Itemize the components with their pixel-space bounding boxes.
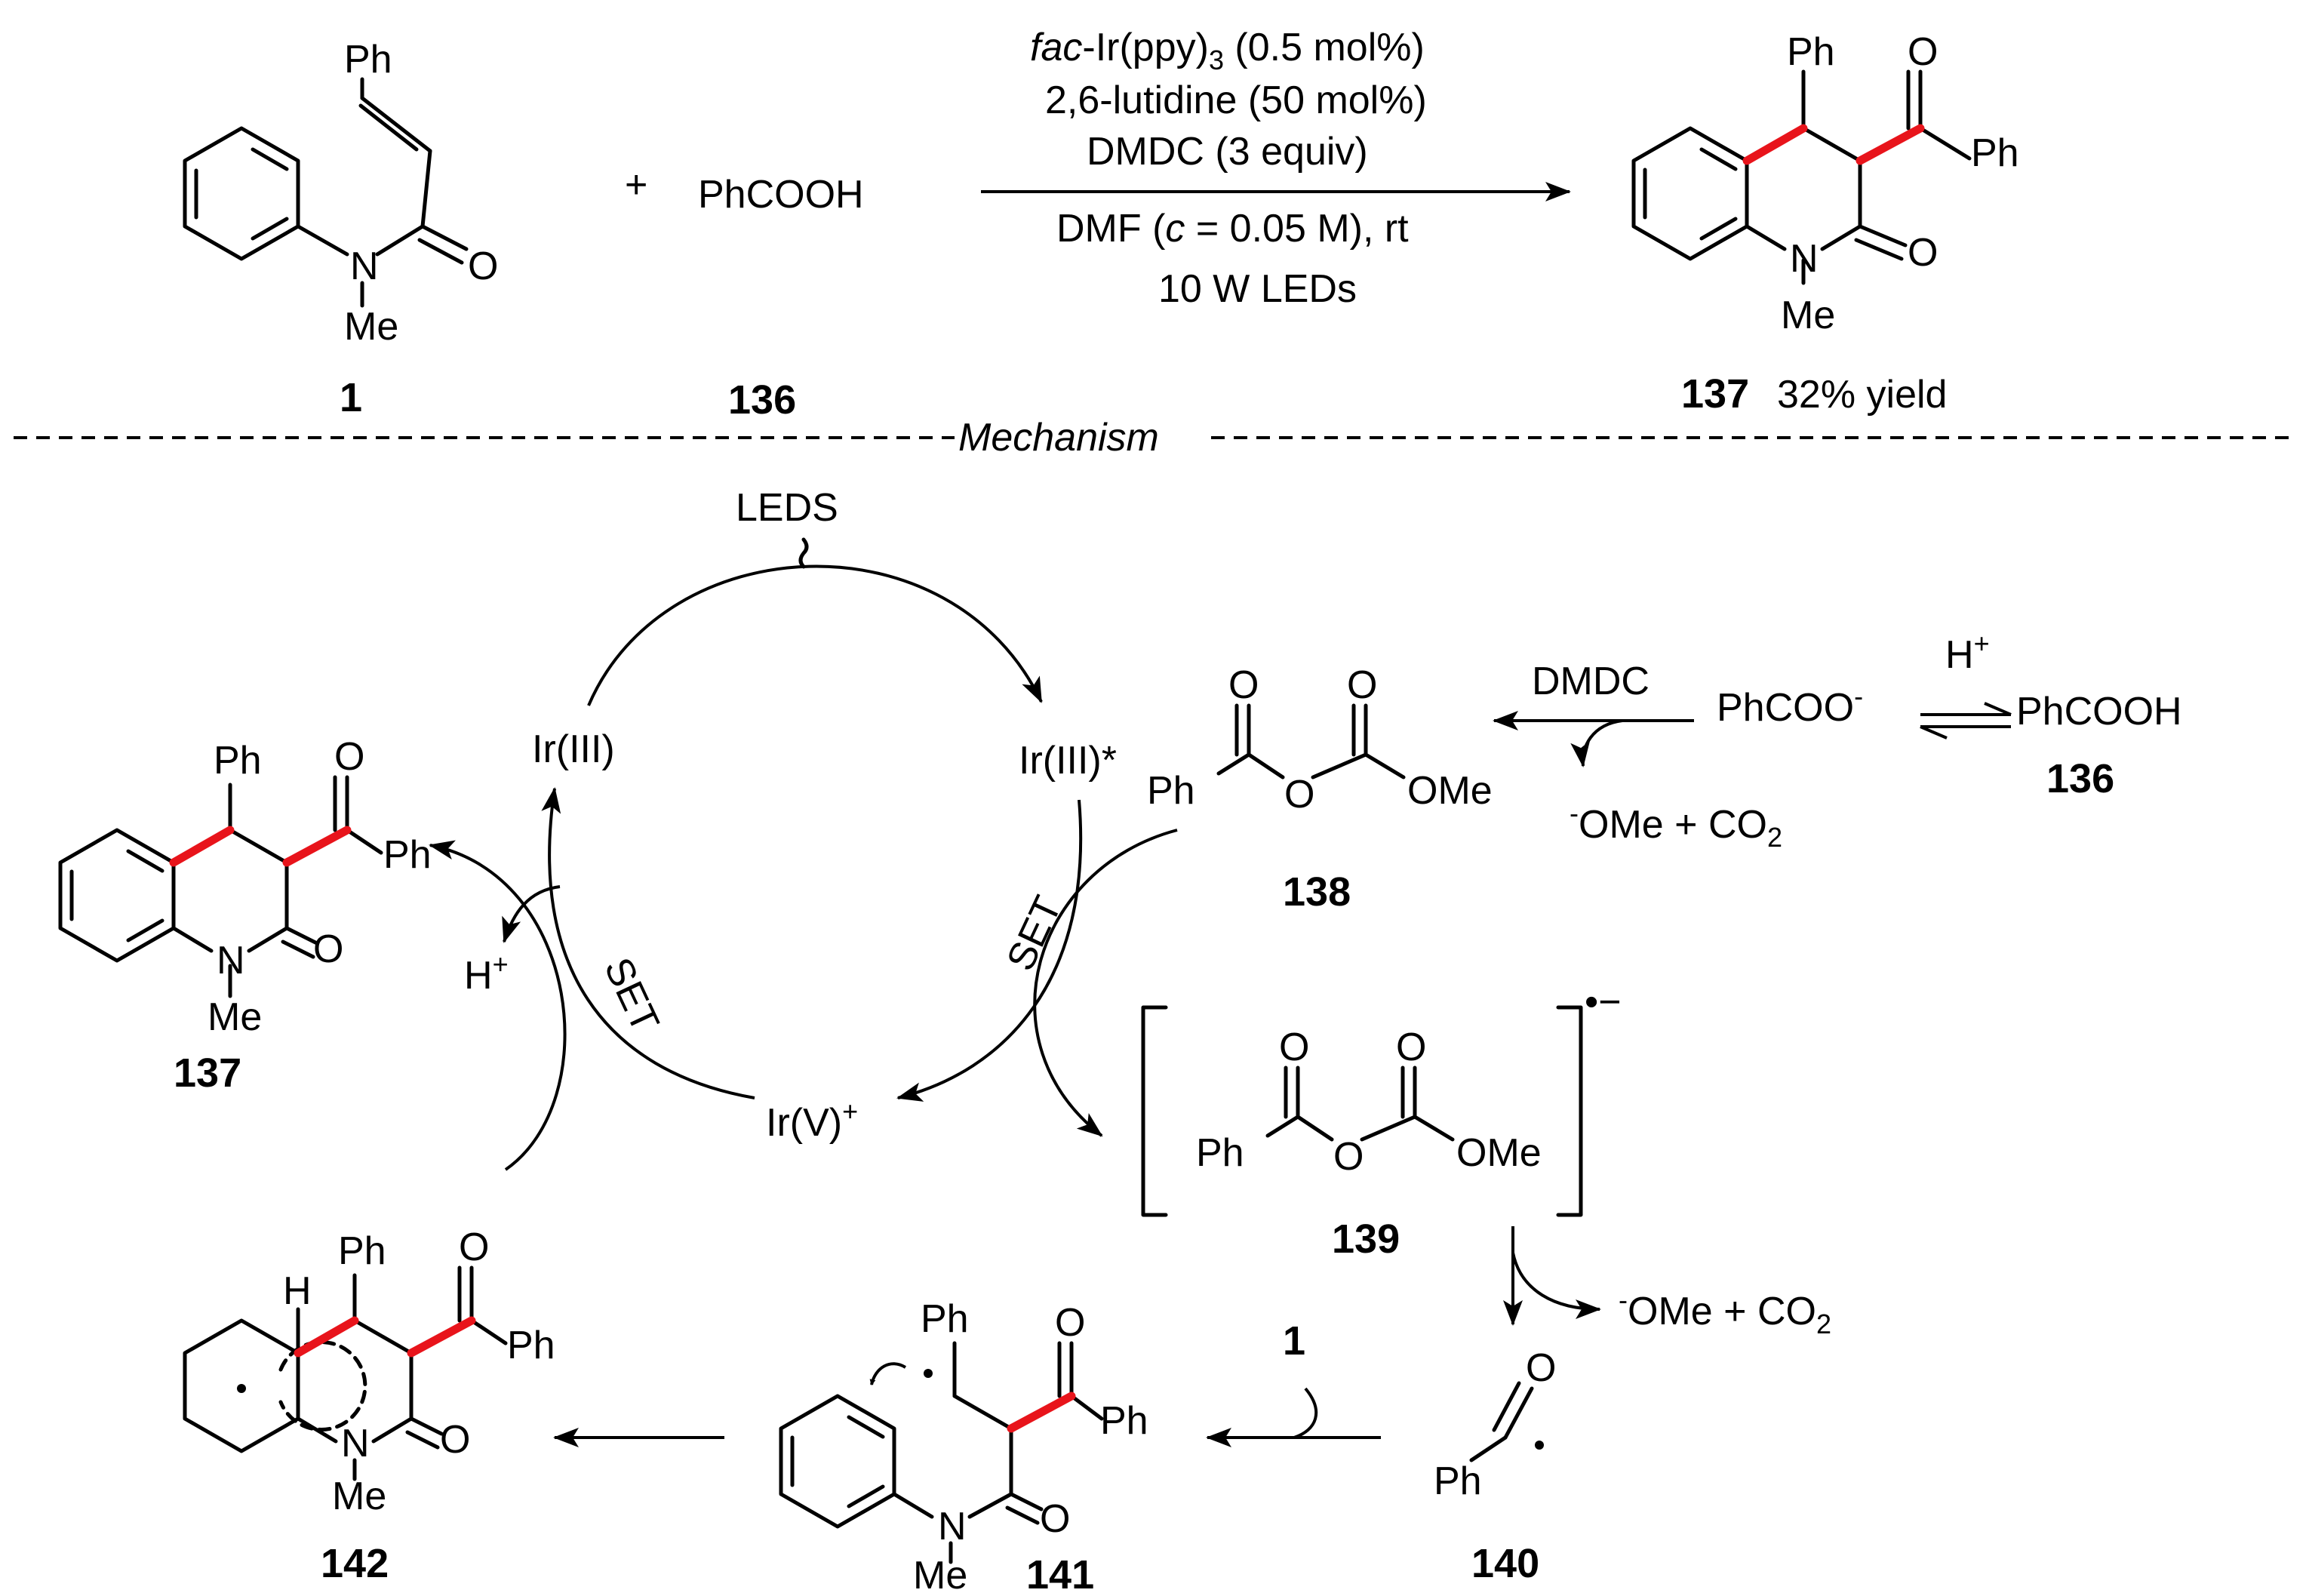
phenyl-label: Ph bbox=[338, 1229, 386, 1273]
compound-label-141: 141 bbox=[1026, 1552, 1094, 1596]
light-label: LEDS bbox=[736, 486, 838, 530]
condition-light: 10 W LEDs bbox=[1158, 267, 1357, 311]
nitrogen-label: N bbox=[217, 939, 245, 983]
yield-text: 32% yield bbox=[1777, 373, 1947, 417]
plus-sign: + bbox=[625, 163, 647, 207]
reagent-phcooh: PhCOOH bbox=[698, 173, 864, 217]
proton-label: H+ bbox=[1945, 628, 1990, 677]
radical-dot bbox=[237, 1384, 246, 1393]
condition-base: 2,6-lutidine (50 mol%) bbox=[1045, 78, 1427, 122]
section-label-mechanism: Mechanism bbox=[958, 416, 1159, 460]
phenyl-label: Ph bbox=[1147, 769, 1195, 813]
arrow-142-to-137 bbox=[429, 840, 567, 1171]
light-wavy-icon bbox=[798, 537, 809, 569]
radical-anion-label: •− bbox=[1585, 980, 1622, 1024]
methyl-label: Me bbox=[332, 1475, 386, 1518]
methyl-label: Me bbox=[1781, 294, 1835, 337]
oxygen-label: O bbox=[459, 1225, 489, 1269]
radical-dot bbox=[924, 1369, 933, 1378]
condition-catalyst: fac-Ir(ppy)3 (0.5 mol%) bbox=[1030, 26, 1425, 75]
oxygen-label: O bbox=[1279, 1026, 1309, 1069]
condition-solvent: DMF (c = 0.05 M), rt bbox=[1056, 207, 1409, 251]
product-137-structure bbox=[1631, 69, 1972, 285]
oxygen-label: O bbox=[468, 244, 498, 288]
carboxylate-label: PhCOO- bbox=[1717, 681, 1863, 730]
radical-cyclization-arrow bbox=[869, 1362, 907, 1385]
set-label-right: SET bbox=[998, 890, 1070, 977]
methyl-label: Me bbox=[208, 995, 262, 1039]
phenyl-label: Ph bbox=[344, 38, 392, 81]
oxygen-label: O bbox=[1284, 773, 1314, 816]
carboxylic-acid-label: PhCOOH bbox=[2016, 690, 2182, 733]
compound-label-140: 140 bbox=[1471, 1541, 1539, 1586]
byproduct-text-1: -OMe + CO2 bbox=[1570, 798, 1782, 853]
methoxy-label: OMe bbox=[1407, 769, 1493, 813]
phenyl-label: Ph bbox=[507, 1324, 555, 1367]
compound-138-structure bbox=[1216, 703, 1406, 780]
arrow-decarboxylation bbox=[1511, 1252, 1601, 1319]
nitrogen-label: N bbox=[938, 1505, 967, 1548]
oxygen-label: O bbox=[313, 927, 343, 971]
equilibrium-arrows bbox=[1920, 702, 2012, 740]
oxygen-label: O bbox=[1396, 1026, 1426, 1069]
nitrogen-label: N bbox=[350, 244, 379, 288]
oxygen-label: O bbox=[1908, 30, 1938, 74]
byproduct-text-2: -OMe + CO2 bbox=[1619, 1284, 1831, 1339]
oxygen-label: O bbox=[334, 735, 364, 779]
phenyl-label: Ph bbox=[921, 1297, 969, 1341]
proton-label: H+ bbox=[464, 949, 509, 998]
set-label-left: SET bbox=[595, 952, 667, 1039]
compound-141-structure bbox=[779, 1341, 1104, 1564]
cycle-arrow-set-reduction bbox=[541, 787, 755, 1099]
arrow-138-to-139 bbox=[1033, 829, 1178, 1137]
compound-label-137-cycle: 137 bbox=[174, 1050, 241, 1096]
compound-label-142: 142 bbox=[321, 1541, 389, 1586]
compound-1-structure bbox=[183, 77, 469, 308]
methyl-label: Me bbox=[913, 1554, 967, 1596]
methyl-label: Me bbox=[344, 305, 398, 349]
condition-reagent: DMDC (3 equiv) bbox=[1087, 130, 1368, 174]
radical-dot bbox=[1535, 1441, 1544, 1450]
compound-142-structure bbox=[183, 1265, 508, 1481]
methoxy-label: OMe bbox=[1456, 1131, 1542, 1175]
oxygen-label: O bbox=[1228, 663, 1259, 707]
oxygen-label: O bbox=[440, 1418, 470, 1462]
nitrogen-label: N bbox=[341, 1422, 370, 1465]
phenyl-label: Ph bbox=[1971, 131, 2019, 175]
compound-label-136-cycle: 136 bbox=[2046, 756, 2114, 801]
reagent-1-label: 1 bbox=[1283, 1318, 1305, 1364]
oxygen-label: O bbox=[1040, 1497, 1070, 1541]
compound-label-136: 136 bbox=[728, 377, 796, 423]
phenyl-label: Ph bbox=[1196, 1131, 1244, 1175]
oxygen-label: O bbox=[1908, 231, 1938, 275]
phenyl-label: Ph bbox=[1434, 1459, 1482, 1503]
oxygen-label: O bbox=[1055, 1301, 1085, 1345]
compound-139-structure bbox=[1141, 1005, 1583, 1217]
phenyl-label: Ph bbox=[1100, 1399, 1148, 1443]
compound-label-138: 138 bbox=[1283, 869, 1351, 915]
compound-label-139: 139 bbox=[1332, 1216, 1400, 1262]
iridium-iii-label: Ir(III) bbox=[532, 727, 615, 771]
phenyl-label: Ph bbox=[1787, 30, 1835, 74]
product-137-cycle-structure bbox=[58, 775, 383, 998]
oxygen-label: O bbox=[1333, 1135, 1364, 1179]
compound-label-137: 137 bbox=[1681, 371, 1749, 417]
iridium-v-label: Ir(V)+ bbox=[766, 1096, 858, 1145]
hydrogen-label: H bbox=[283, 1269, 312, 1313]
phenyl-label: Ph bbox=[214, 739, 262, 783]
phenyl-label: Ph bbox=[383, 833, 432, 877]
arrow-proton-release bbox=[502, 885, 561, 943]
oxygen-label: O bbox=[1347, 663, 1377, 707]
arrow-dmdc-byproduct bbox=[1570, 719, 1623, 767]
cycle-arrow-excitation bbox=[587, 564, 1043, 706]
arrow-substrate-addition bbox=[1293, 1387, 1318, 1439]
cycle-arrow-set-oxidation bbox=[896, 799, 1083, 1102]
nitrogen-label: N bbox=[1790, 237, 1819, 281]
compound-140-structure bbox=[1469, 1381, 1534, 1462]
iridium-iii-excited-label: Ir(III)* bbox=[1019, 739, 1117, 783]
dmdc-label: DMDC bbox=[1532, 660, 1650, 703]
compound-label-1: 1 bbox=[340, 375, 362, 420]
oxygen-label: O bbox=[1526, 1346, 1556, 1390]
